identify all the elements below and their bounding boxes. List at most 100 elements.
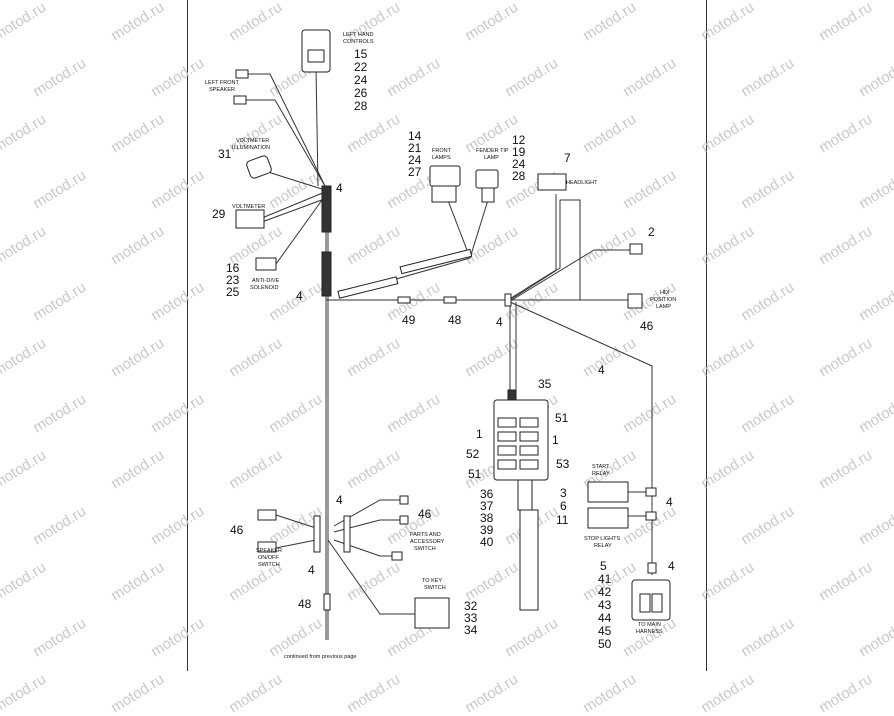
label-hdi-1: HDI [660, 290, 670, 296]
callout-48: 48 [448, 313, 462, 327]
callout-31: 31 [218, 147, 232, 161]
speaker-switch-connector-a [257, 509, 277, 521]
label-anti-dive-1: ANTI-DIVE [252, 278, 280, 284]
voltmeter-illumination-bulb [246, 155, 272, 179]
voltmeter-body [235, 209, 265, 229]
callout-ps-46: 46 [418, 507, 432, 521]
label-front-lamps-1: FRONT [432, 148, 452, 154]
label-parts-switch-1: PARTS AND [410, 532, 441, 538]
relay-splice-b [645, 511, 657, 521]
callout-fb-40: 40 [480, 535, 494, 549]
callout-fl-14: 14 [408, 129, 422, 143]
callout-fl-24: 24 [408, 153, 422, 167]
start-relay [587, 481, 629, 503]
callout-ks-34: 34 [464, 623, 478, 637]
label-voltmeter-illum-1: VOLTMETER [236, 138, 269, 144]
watermark-text: motod.ru [344, 670, 404, 716]
callout-49: 49 [402, 313, 416, 327]
callout-11: 11 [556, 513, 569, 527]
callout-ft-28: 28 [512, 169, 526, 183]
conduit-diag-1 [337, 276, 399, 299]
label-continued: continued from previous page [284, 654, 356, 660]
fuse-block-lead [517, 479, 533, 511]
callout-2: 2 [648, 225, 655, 239]
headlight-connector [537, 173, 567, 191]
parts-switch-splice [343, 515, 351, 553]
watermark-text: motod.ru [698, 670, 758, 716]
left-hand-controls-pins [307, 49, 325, 63]
label-start-relay-1: START [592, 464, 610, 470]
callout-ft-12: 12 [512, 133, 526, 147]
watermark-text: motod.ru [226, 670, 286, 716]
callout-mh-45: 45 [598, 624, 612, 638]
parts-switch-pin-b [399, 515, 409, 525]
callout-ft-19: 19 [512, 145, 526, 159]
callout-lhc-15: 15 [354, 47, 368, 61]
fuse-4 [519, 431, 539, 442]
fuse-3 [497, 431, 517, 442]
connector-2 [629, 243, 643, 255]
callout-fb-38: 38 [480, 511, 494, 525]
watermark-text: motod.ru [0, 670, 50, 716]
components [233, 29, 671, 629]
parts-switch-pin-c [391, 551, 403, 561]
callout-48-lower: 48 [298, 597, 312, 611]
callout-35: 35 [538, 377, 552, 391]
callout-52: 52 [466, 447, 480, 461]
label-speaker-switch-2: ON/OFF [258, 555, 279, 561]
label-key-switch-2: SWITCH [424, 585, 446, 591]
relay-splice-a [645, 487, 657, 497]
label-headlight: HEADLIGHT [566, 180, 598, 186]
callout-mh-5: 5 [600, 559, 607, 573]
callout-sr-3: 3 [560, 486, 567, 500]
diagram-frame [187, 0, 707, 671]
fuse-1 [497, 417, 517, 428]
key-switch-connector [414, 597, 450, 629]
callout-ad-25: 25 [226, 285, 240, 299]
left-speaker-connector-b [233, 95, 247, 105]
callout-51-l: 51 [468, 467, 482, 481]
callout-fl-27: 27 [408, 165, 422, 179]
splice-49 [397, 296, 411, 304]
callout-sr-6: 6 [560, 499, 567, 513]
callout-ft-24: 24 [512, 157, 526, 171]
callout-ad-23: 23 [226, 273, 240, 287]
label-main-harness-2: HARNESS [636, 629, 663, 635]
callout-4-d: 4 [598, 363, 605, 377]
label-main-harness-1: TO MAIN [638, 622, 661, 628]
callout-4-e: 4 [336, 493, 343, 507]
label-speaker-switch-1: SPEAKER [256, 548, 282, 554]
callout-4-h: 4 [668, 559, 675, 573]
front-lamps-connector [429, 165, 461, 187]
fuse-8 [519, 459, 539, 470]
label-left-hand-controls-2: CONTROLS [343, 39, 374, 45]
callout-numbers: 15 22 24 26 28 31 29 16 23 25 14 21 24 2… [212, 47, 675, 651]
text-labels: LEFT HAND CONTROLS LEFT FRONT SPEAKER VO… [205, 32, 676, 660]
label-hdi-2: POSITION [650, 297, 676, 303]
label-left-front-speaker-1: LEFT FRONT [205, 80, 239, 86]
callout-4-a: 4 [336, 181, 343, 195]
label-speaker-switch-3: SWITCH [258, 562, 280, 568]
callout-ks-33: 33 [464, 611, 478, 625]
callout-4-c: 4 [496, 315, 503, 329]
hdi-position-lamp-connector [627, 293, 643, 309]
wiring-diagram: LEFT HAND CONTROLS LEFT FRONT SPEAKER VO… [205, 29, 676, 660]
callout-29: 29 [212, 207, 226, 221]
label-stop-relay-1: STOP LIGHTS [584, 536, 621, 542]
fuse-block-cable [519, 509, 539, 611]
label-start-relay-2: RELAY [592, 471, 610, 477]
label-hdi-3: LAMP [656, 304, 671, 310]
label-voltmeter: VOLTMETER [232, 204, 265, 210]
fuse-6 [519, 445, 539, 456]
callout-lhc-26: 26 [354, 86, 368, 100]
label-parts-switch-3: SWITCH [414, 546, 436, 552]
callout-fb-39: 39 [480, 523, 494, 537]
splice-48 [443, 296, 457, 304]
fender-tip-body [481, 187, 495, 203]
callout-7: 7 [564, 151, 571, 165]
main-harness-connector [631, 579, 671, 621]
main-harness-splice [647, 562, 657, 574]
watermark-text: motod.ru [580, 670, 640, 716]
callout-mh-50: 50 [598, 637, 612, 651]
parts-switch-pin-a [399, 495, 409, 505]
